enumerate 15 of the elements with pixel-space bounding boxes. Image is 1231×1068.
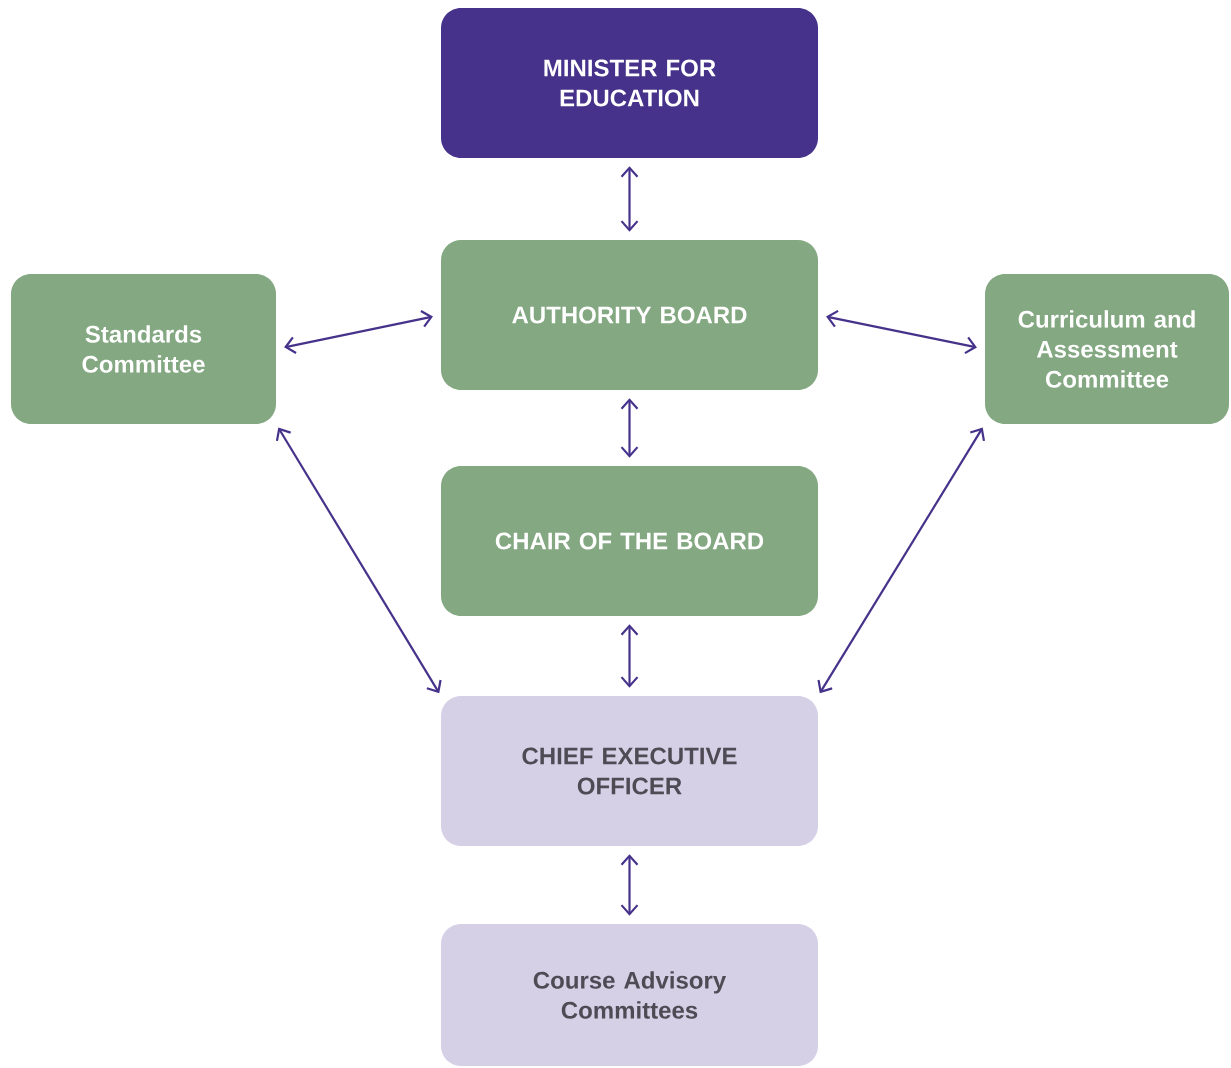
arrow <box>275 427 442 694</box>
arrow <box>284 309 433 354</box>
arrow <box>620 624 639 688</box>
org-box: CHIEF EXECUTIVE OFFICER <box>441 696 818 846</box>
org-box: MINISTER FOR EDUCATION <box>441 8 818 158</box>
arrow <box>620 854 639 916</box>
arrow <box>620 398 639 458</box>
arrow <box>817 427 986 694</box>
org-box: CHAIR OF THE BOARD <box>441 466 818 616</box>
arrow <box>620 166 639 232</box>
arrow <box>826 309 977 355</box>
org-box: Standards Committee <box>11 274 276 424</box>
org-box: AUTHORITY BOARD <box>441 240 818 390</box>
org-box: Curriculum and Assessment Committee <box>985 274 1229 424</box>
org-box: Course Advisory Committees <box>441 924 818 1066</box>
